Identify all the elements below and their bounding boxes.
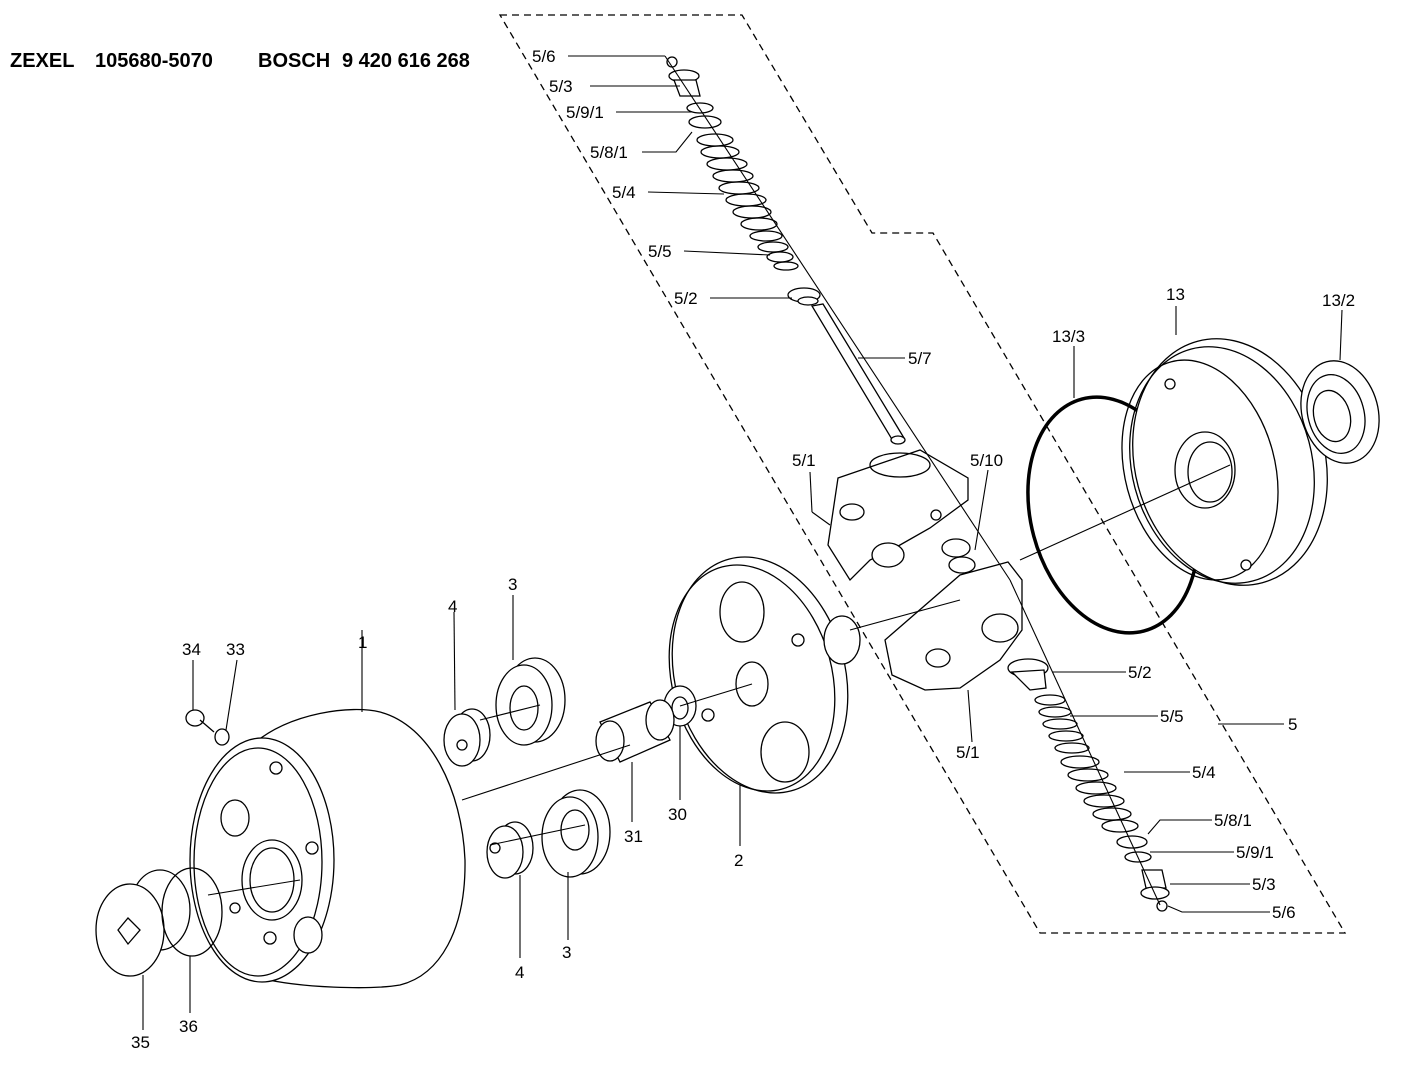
callout-5-3-top: 5/3: [549, 77, 573, 96]
housing-1: [189, 708, 466, 989]
seal-13-2: [1300, 360, 1380, 464]
callout-5-4-bot: 5/4: [1192, 763, 1216, 782]
bracket-top: [827, 449, 969, 582]
bosch-part-number: 9 420 616 268: [342, 50, 470, 72]
callout-13-2: 13/2: [1322, 291, 1355, 310]
callout-13: 13: [1166, 285, 1185, 304]
callout-5-9-1-bot: 5/9/1: [1236, 843, 1274, 862]
callout-5-10: 5/10: [970, 451, 1003, 470]
callout-5: 5: [1288, 715, 1297, 734]
cam-disc-2: [668, 556, 861, 794]
callout-13-3: 13/3: [1052, 327, 1085, 346]
callout-labels: 5/6 5/3 5/9/1 5/8/1 5/4 5/5 5/2 5/7 13 1…: [131, 47, 1355, 1052]
callout-5-9-1-top: 5/9/1: [566, 103, 604, 122]
callout-4-top: 4: [448, 597, 457, 616]
roller-3-top: [495, 657, 566, 746]
callout-33: 33: [226, 640, 245, 659]
callout-5-7: 5/7: [908, 349, 932, 368]
roller-3-bottom: [541, 789, 611, 878]
assembly-5-boundary: [498, 14, 1347, 934]
callout-31: 31: [624, 827, 643, 846]
upper-spring: [696, 133, 799, 271]
callout-2: 2: [734, 851, 743, 870]
ring-36: [161, 867, 223, 957]
callout-5-1-bot: 5/1: [956, 743, 980, 762]
callout-5-6-bot: 5/6: [1272, 903, 1296, 922]
plug-35: [95, 869, 191, 977]
callout-3-top: 3: [508, 575, 517, 594]
callout-5-8-1-top: 5/8/1: [590, 143, 628, 162]
callout-34: 34: [182, 640, 201, 659]
cover-13: [1121, 338, 1328, 586]
manufacturer-zexel: ZEXEL: [10, 50, 75, 72]
washer-33: [214, 728, 230, 746]
callout-5-6-top: 5/6: [532, 47, 556, 66]
callout-36: 36: [179, 1017, 198, 1036]
seal-5-10: [941, 538, 976, 574]
assembly-axes: [207, 55, 1231, 906]
callout-4-bot: 4: [515, 963, 524, 982]
callout-5-2-top: 5/2: [674, 289, 698, 308]
callout-5-3-bot: 5/3: [1252, 875, 1276, 894]
push-rod: [810, 303, 906, 445]
roller-4-top: [443, 708, 491, 767]
lower-spring: [1034, 694, 1139, 833]
bracket-bottom: [884, 561, 1023, 691]
callout-5-5-bot: 5/5: [1160, 707, 1184, 726]
screw-34: [185, 709, 215, 733]
nut-31: [595, 699, 675, 763]
callout-5-1-top: 5/1: [792, 451, 816, 470]
roller-4-bottom: [486, 821, 534, 879]
leader-lines: [142, 55, 1343, 1030]
callout-1: 1: [358, 633, 367, 652]
callout-5-8-1-bot: 5/8/1: [1214, 811, 1252, 830]
manufacturer-bosch: BOSCH: [258, 50, 331, 72]
callout-3-bot: 3: [562, 943, 571, 962]
callout-5-5-top: 5/5: [648, 242, 672, 261]
callout-5-2-bot: 5/2: [1128, 663, 1152, 682]
callout-5-4-top: 5/4: [612, 183, 636, 202]
upper-valve-stack: [666, 56, 821, 306]
zexel-part-number: 105680-5070: [95, 50, 213, 72]
callout-30: 30: [668, 805, 687, 824]
callout-35: 35: [131, 1033, 150, 1052]
